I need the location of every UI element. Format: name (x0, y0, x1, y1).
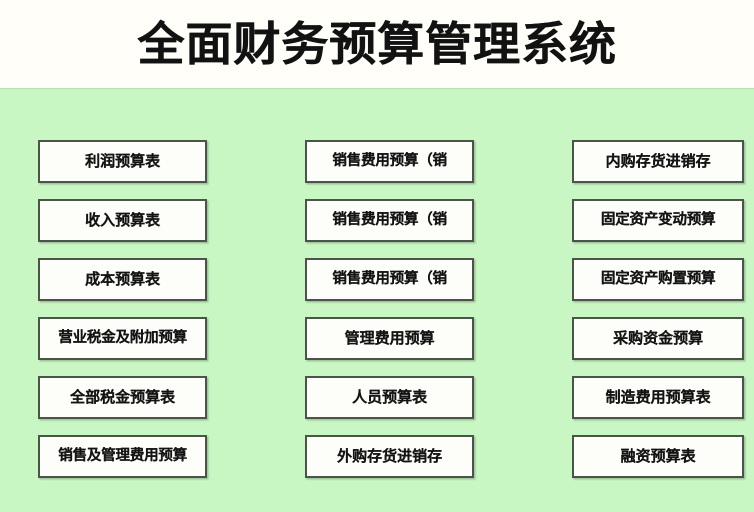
module-label: 收入预算表 (84, 211, 160, 229)
module-label: 采购资金预算 (612, 329, 703, 347)
module-label: 成本预算表 (84, 270, 160, 288)
module-box-internal-inventory-flow[interactable]: 内购存货进销存 (572, 140, 744, 183)
module-box-total-tax-budget[interactable]: 全部税金预算表 (38, 376, 207, 419)
module-box-fixed-asset-change-budget[interactable]: 固定资产变动预算 (572, 199, 744, 242)
module-box-sales-expense-budget-3[interactable]: 销售费用预算（销 (305, 258, 474, 301)
module-box-revenue-budget[interactable]: 收入预算表 (38, 199, 207, 242)
module-label: 融资预算表 (620, 447, 696, 465)
module-box-cost-budget[interactable]: 成本预算表 (38, 258, 207, 301)
module-box-sales-expense-budget-1[interactable]: 销售费用预算（销 (305, 140, 474, 183)
module-box-profit-budget[interactable]: 利润预算表 (38, 140, 207, 183)
module-box-financing-budget[interactable]: 融资预算表 (572, 435, 744, 478)
page-header: 全面财务预算管理系统 (0, 0, 754, 88)
module-grid: 利润预算表 销售费用预算（销 内购存货进销存 收入预算表 销售费用预算（销 固定… (38, 140, 744, 478)
module-label: 外购存货进销存 (336, 447, 442, 465)
module-box-manufacturing-expense-budget[interactable]: 制造费用预算表 (572, 376, 744, 419)
module-label: 制造费用预算表 (605, 388, 711, 406)
module-label: 管理费用预算 (344, 329, 435, 347)
module-box-sales-expense-budget-2[interactable]: 销售费用预算（销 (305, 199, 474, 242)
page-title: 全面财务预算管理系统 (137, 17, 617, 71)
module-label: 销售费用预算（销 (332, 270, 447, 288)
module-label: 全部税金预算表 (69, 388, 175, 406)
module-label: 营业税金及附加预算 (58, 329, 187, 347)
module-label: 销售费用预算（销 (332, 152, 447, 170)
module-box-selling-admin-expense-budget[interactable]: 销售及管理费用预算 (38, 435, 207, 478)
module-label: 固定资产变动预算 (600, 211, 716, 229)
modules-panel: 利润预算表 销售费用预算（销 内购存货进销存 收入预算表 销售费用预算（销 固定… (0, 88, 754, 512)
module-label: 销售及管理费用预算 (58, 447, 187, 465)
module-label: 人员预算表 (351, 388, 427, 406)
module-box-fixed-asset-purchase-budget[interactable]: 固定资产购置预算 (572, 258, 744, 301)
module-box-personnel-budget[interactable]: 人员预算表 (305, 376, 474, 419)
module-label: 销售费用预算（销 (332, 211, 447, 229)
module-label: 内购存货进销存 (605, 152, 711, 170)
module-label: 利润预算表 (84, 152, 160, 170)
module-label: 固定资产购置预算 (600, 270, 716, 288)
module-box-admin-expense-budget[interactable]: 管理费用预算 (305, 317, 474, 360)
module-box-external-inventory-flow[interactable]: 外购存货进销存 (305, 435, 474, 478)
module-box-procurement-fund-budget[interactable]: 采购资金预算 (572, 317, 744, 360)
module-box-business-tax-surcharge-budget[interactable]: 营业税金及附加预算 (38, 317, 207, 360)
